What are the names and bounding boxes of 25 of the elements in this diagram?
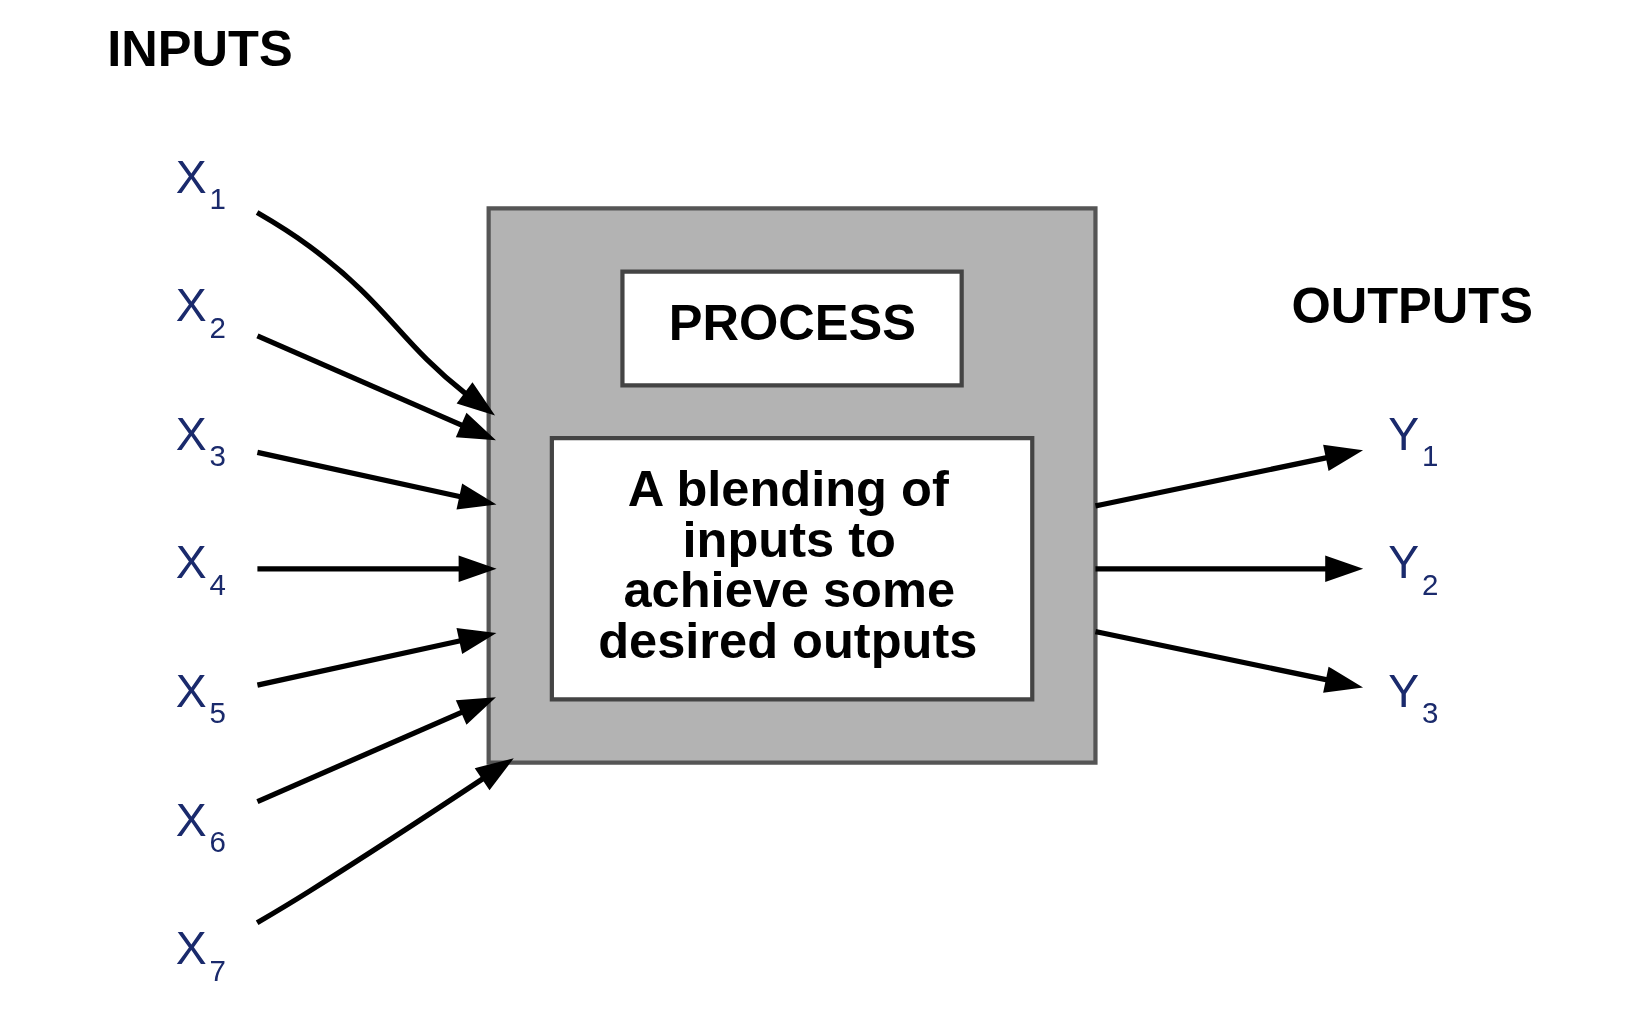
label: INPUTS: [107, 19, 293, 77]
node-box: PROCESS: [620, 269, 964, 388]
node-text: Y$_{1}$: [1388, 407, 1439, 473]
node-text: X$_{7}$: [175, 922, 226, 987]
arrow: [256, 333, 496, 441]
node-text: X$_{2}$: [175, 279, 226, 344]
node-text: X$_{6}$: [175, 793, 226, 859]
label: OUTPUTS: [1291, 276, 1533, 334]
arrow: [256, 449, 497, 510]
node-text: X$_{3}$: [175, 407, 226, 473]
arrow: [1094, 444, 1364, 509]
arrow: [255, 758, 514, 926]
node-text: Y$_{3}$: [1388, 664, 1439, 730]
arrow: [256, 697, 496, 805]
cluster: [486, 206, 1098, 765]
arrow: [1095, 555, 1364, 583]
node-text: Y$_{2}$: [1388, 536, 1439, 601]
node-text: X$_{4}$: [175, 536, 226, 601]
node-box: A blending of inputs to achieve some desired outputs: [549, 436, 1035, 702]
node-text: X$_{5}$: [175, 664, 226, 730]
arrow: [256, 628, 497, 688]
node-text: X$_{1}$: [175, 150, 226, 216]
arrow: [257, 555, 497, 583]
arrow: [1094, 629, 1364, 693]
arrow: [255, 210, 496, 416]
